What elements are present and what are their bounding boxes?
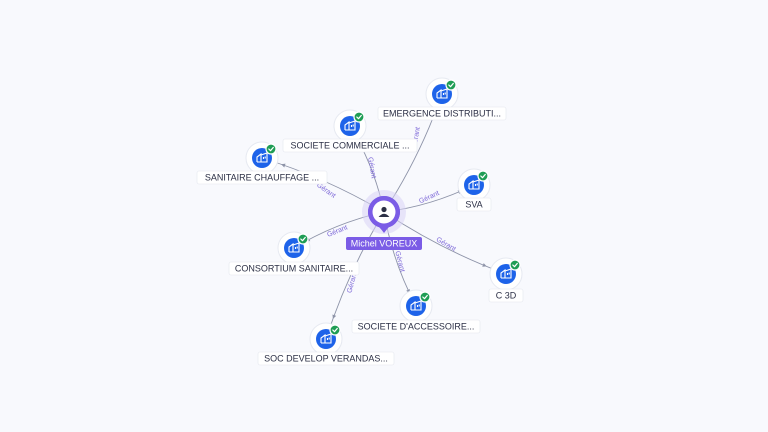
building-icon <box>500 268 512 279</box>
building-icon <box>256 152 268 163</box>
company-node-societe-accessoire[interactable]: SOCIETE D'ACCESSOIRE... <box>351 289 481 334</box>
edge-label: Gérant <box>366 157 377 179</box>
verified-check-icon <box>297 233 309 245</box>
company-label: SVA <box>465 200 482 210</box>
company-label-box <box>488 288 524 303</box>
company-label: SOCIETE D'ACCESSOIRE... <box>358 322 475 332</box>
company-label-box <box>282 138 418 153</box>
company-label: C 3D <box>496 291 517 301</box>
company-label-box <box>196 170 328 185</box>
verified-check-icon <box>353 111 365 123</box>
verified-check-icon <box>419 291 431 303</box>
verified-check-icon <box>477 170 489 182</box>
company-label: SOCIETE COMMERCIALE ... <box>290 141 409 151</box>
center-label-box <box>346 237 422 250</box>
edge-arrow <box>482 263 487 267</box>
edge-label: Gérant <box>315 182 337 200</box>
company-node-soc-develop[interactable]: SOC DEVELOP VERANDAS... <box>257 322 395 366</box>
company-node-sanitaire-chauffage[interactable]: SANITAIRE CHAUFFAGE ... <box>196 141 328 185</box>
verified-check-icon <box>445 79 457 91</box>
verified-check-icon <box>509 259 521 271</box>
edge-arrow <box>332 314 337 319</box>
verified-check-icon <box>329 324 341 336</box>
company-label: SOC DEVELOP VERANDAS... <box>264 354 388 364</box>
building-icon <box>468 179 480 190</box>
company-node-sva[interactable]: SVA <box>456 168 492 212</box>
edge-arrow <box>281 163 286 168</box>
company-node-consortium[interactable]: CONSORTIUM SANITAIRE... <box>228 231 360 276</box>
company-label: CONSORTIUM SANITAIRE... <box>235 264 353 274</box>
building-icon <box>344 120 356 131</box>
center-name: Michel VOREUX <box>351 239 418 249</box>
company-label: SANITAIRE CHAUFFAGE ... <box>205 173 319 183</box>
building-icon <box>410 300 422 311</box>
company-label-box <box>377 106 507 121</box>
building-icon <box>436 88 448 99</box>
company-label-box <box>456 197 492 212</box>
building-icon <box>288 242 300 253</box>
company-label-box <box>257 351 395 366</box>
center-node[interactable]: Michel VOREUX <box>346 190 422 250</box>
company-label: EMERGENCE DISTRIBUTI... <box>383 109 501 119</box>
nodes-layer: EMERGENCE DISTRIBUTI... SOCIETE COMMERCIA… <box>196 77 524 366</box>
company-label-box <box>351 319 481 334</box>
company-label-box <box>228 261 360 276</box>
edge-label: Gérant <box>411 127 422 149</box>
company-node-emergence[interactable]: EMERGENCE DISTRIBUTI... <box>377 77 507 121</box>
person-icon <box>378 206 390 217</box>
building-icon <box>320 333 332 344</box>
edge-label: Gérant <box>435 236 457 253</box>
company-node-c3d[interactable]: C 3D <box>488 257 524 303</box>
verified-check-icon <box>265 143 277 155</box>
edge-label: Gérant <box>393 250 405 273</box>
company-node-societe-commerciale[interactable]: SOCIETE COMMERCIALE ... <box>282 109 418 153</box>
